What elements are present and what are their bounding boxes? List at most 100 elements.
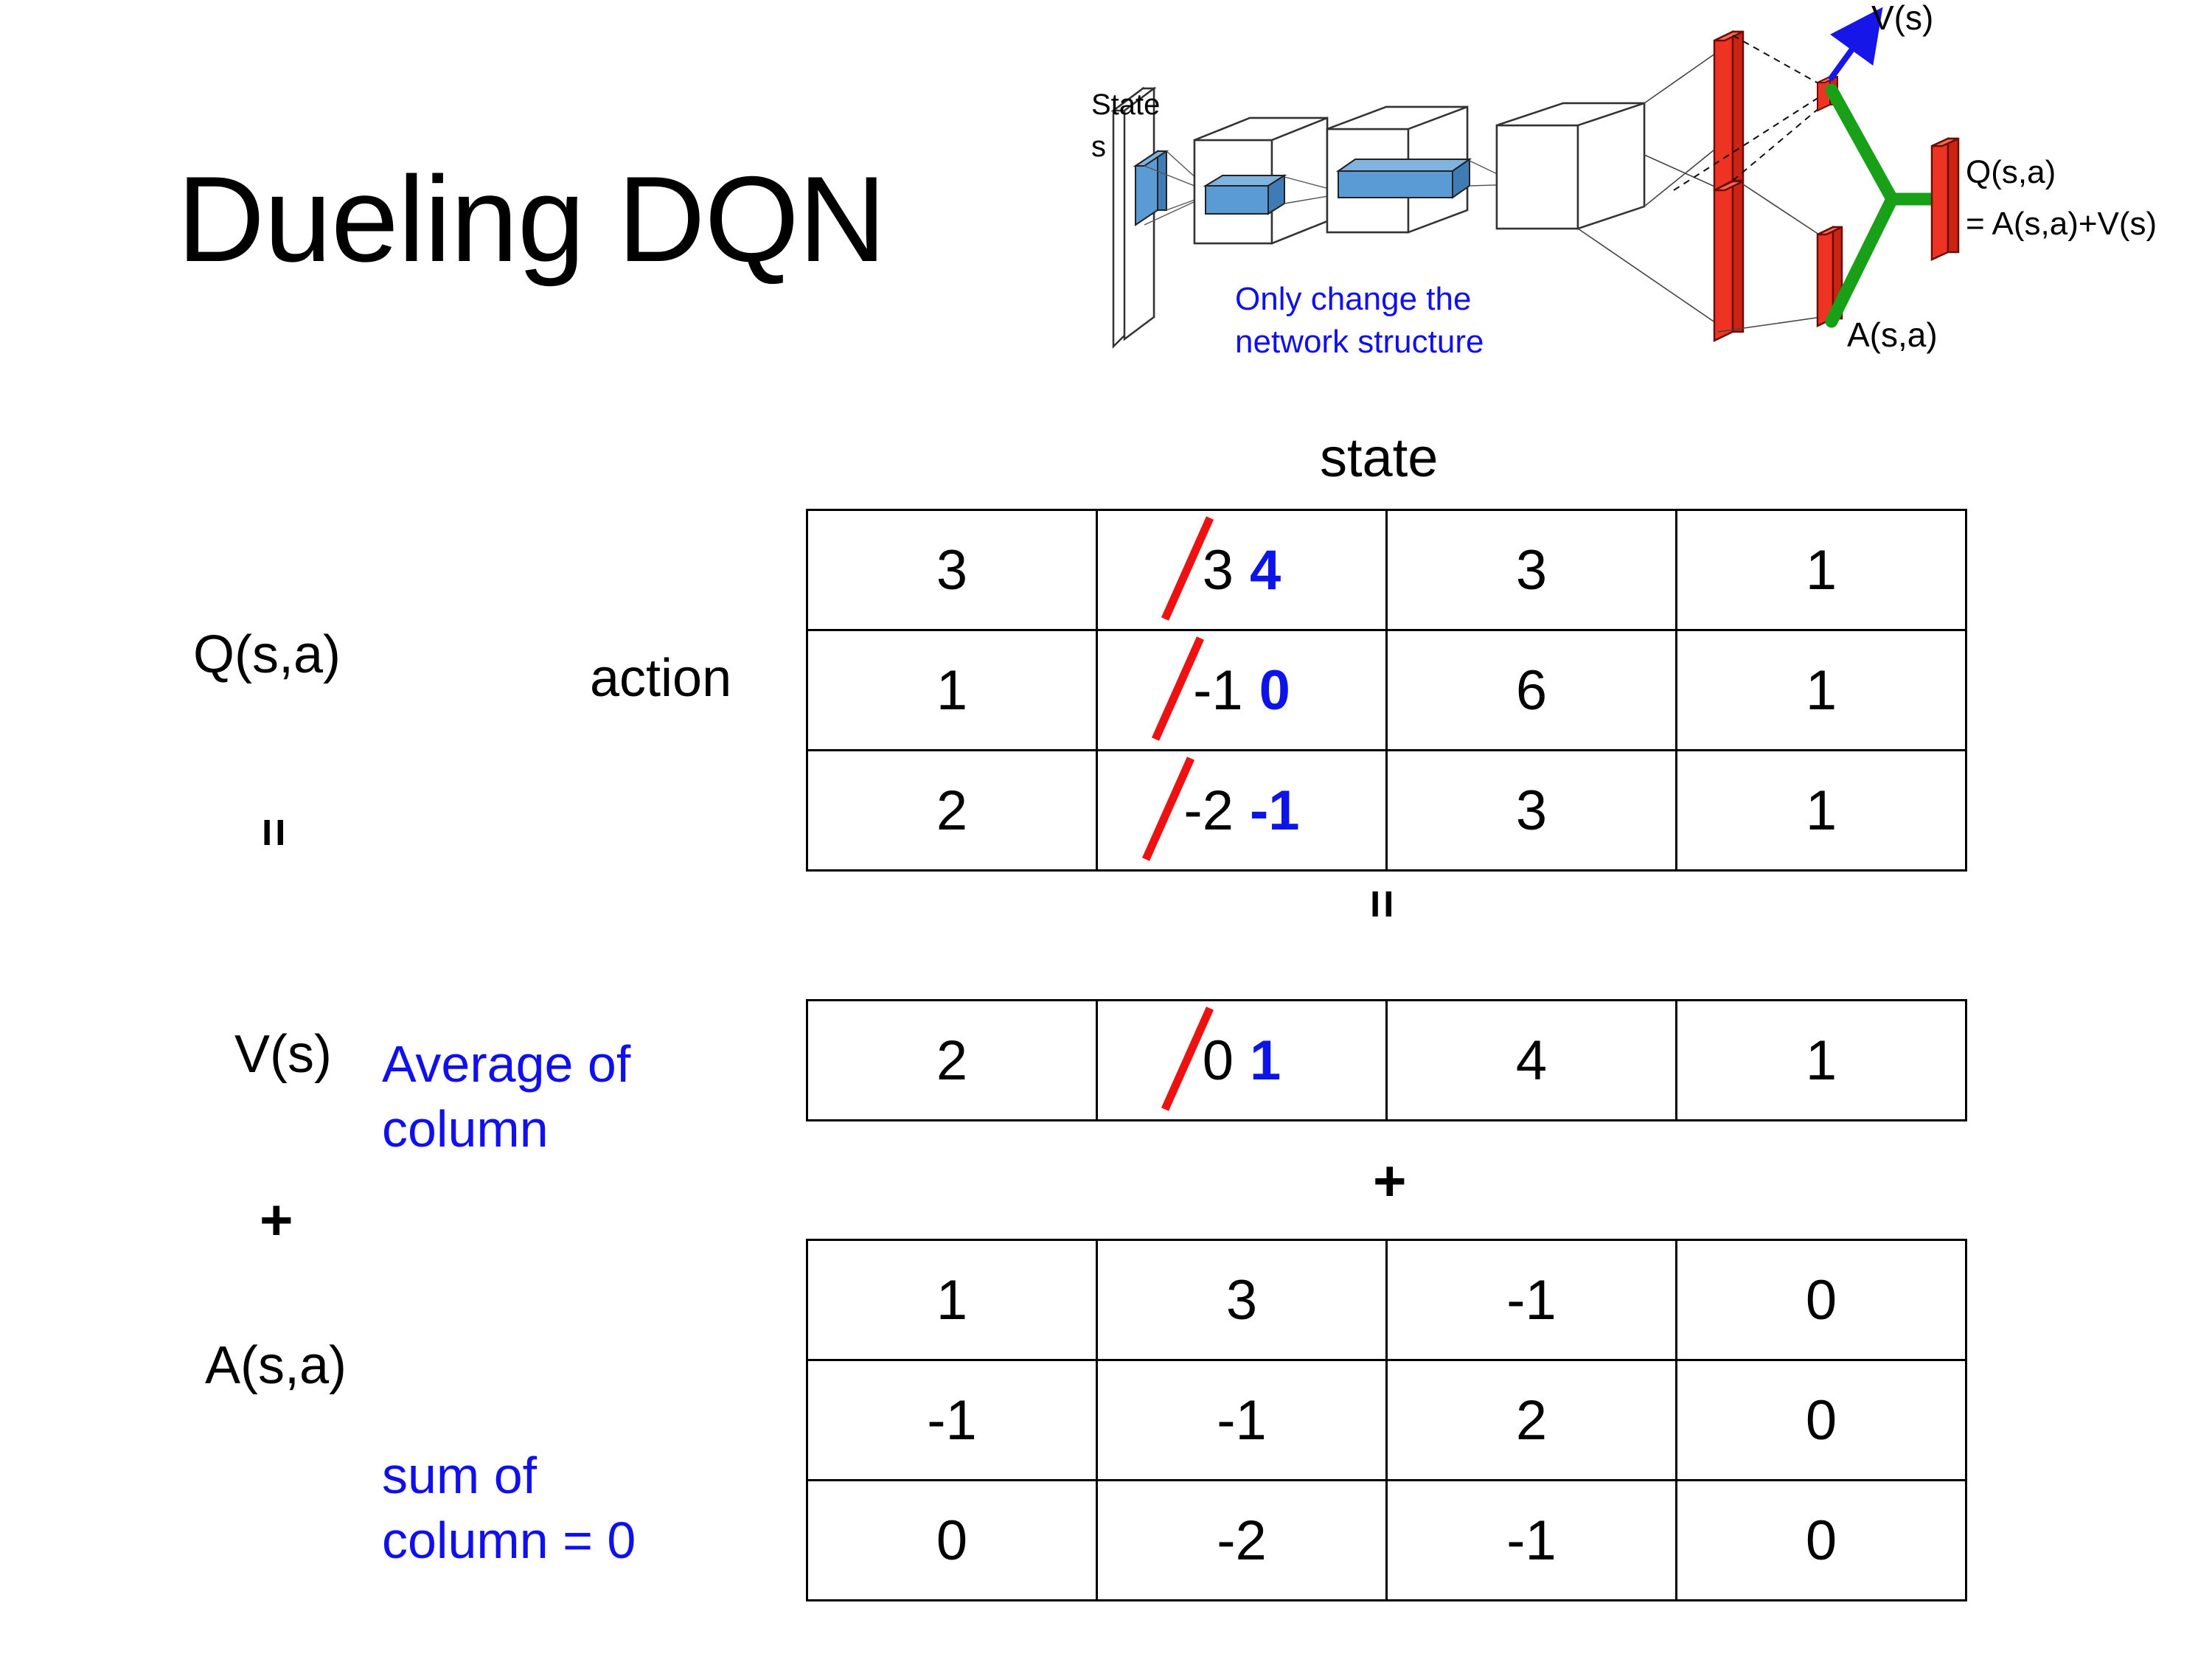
table-cell: 3 xyxy=(1385,749,1677,872)
plus-sign-middle: + xyxy=(1373,1148,1407,1213)
cell-value: -1 xyxy=(927,1388,977,1452)
table-cell: 1 xyxy=(1675,509,1967,631)
state-label-line2: s xyxy=(1091,131,1106,163)
input-plane-icon xyxy=(1110,86,1157,349)
q-output-label-line2: = A(s,a)+V(s) xyxy=(1966,206,2157,242)
cell-value: -1 xyxy=(1506,1509,1557,1572)
cell-value: 1 xyxy=(1805,779,1837,842)
v-function-label: V(s) xyxy=(234,1025,332,1084)
table-cell: 0 xyxy=(806,1479,1098,1601)
cell-content: 1 xyxy=(1806,1029,1837,1093)
cell-value: 0 xyxy=(1805,1268,1837,1332)
conv-block-2-patch-icon xyxy=(1335,158,1472,199)
cell-content: -1 xyxy=(1506,1268,1557,1332)
replacement-value: 0 xyxy=(1259,658,1290,722)
a-table-body: 1 3 -1 0 -1 -1 2 0 0 -2 -1 0 xyxy=(806,1239,1967,1601)
cell-content: 4 xyxy=(1516,1029,1547,1093)
state-label-line1: State xyxy=(1091,88,1160,121)
struck-value: -2 xyxy=(1183,779,1234,842)
cell-value: 0 xyxy=(1805,1509,1837,1572)
cell-content: 1 xyxy=(1806,658,1837,723)
cell-value: 0 xyxy=(1805,1388,1837,1452)
value-stream-bar-icon xyxy=(1713,30,1745,192)
table-cell: -1 xyxy=(806,1359,1098,1481)
replacement-value: 1 xyxy=(1250,1029,1281,1092)
table-cell: 3 xyxy=(806,509,1098,631)
dueling-network-diagram: State s Only change the network structur… xyxy=(1084,0,2212,413)
cell-value: 3 xyxy=(936,538,968,602)
cell-content: -2 xyxy=(1217,1509,1267,1573)
table-row: 0 -2 -1 0 xyxy=(806,1479,1967,1601)
cell-content: 1 xyxy=(936,1268,967,1332)
stream-split-lines xyxy=(1577,51,1722,325)
cell-value: 3 xyxy=(1225,1268,1258,1332)
cell-value: -2 xyxy=(1217,1509,1267,1572)
cell-content: 2 xyxy=(936,779,967,843)
cell-value: 4 xyxy=(1515,1029,1548,1092)
cell-content: 3 xyxy=(1516,779,1547,843)
table-cell: 1 xyxy=(806,1239,1098,1361)
cell-value: 3 xyxy=(1515,538,1548,602)
cell-content: 0 xyxy=(1806,1268,1837,1332)
table-cell: -1 xyxy=(1096,1359,1388,1481)
cell-value: 1 xyxy=(936,658,968,722)
cell-content: 3 xyxy=(936,538,967,602)
table-cell: 2 xyxy=(1385,1359,1677,1481)
table-row: -1 -1 2 0 xyxy=(806,1359,1967,1481)
cell-value: 2 xyxy=(936,779,968,842)
a-value-table: 1 3 -1 0 -1 -1 2 0 0 -2 -1 0 xyxy=(806,1239,1967,1601)
table-cell: -2-1 xyxy=(1096,749,1388,872)
page-title: Dueling DQN xyxy=(177,151,886,287)
table-cell: 0 xyxy=(1675,1239,1967,1361)
cell-value: 3 xyxy=(1515,779,1548,842)
table-cell: 1 xyxy=(1675,999,1967,1121)
cell-content: -1 xyxy=(1217,1388,1267,1453)
cell-content: 3 xyxy=(1226,1268,1257,1332)
cell-content: -1 xyxy=(927,1388,977,1453)
table-cell: 6 xyxy=(1385,629,1677,751)
advantage-link-lines xyxy=(1717,184,1822,333)
action-axis-label: action xyxy=(590,649,732,708)
cell-content: -1 xyxy=(1506,1509,1557,1573)
aggregation-merge-icon xyxy=(1825,83,1944,328)
value-output-arrow-icon xyxy=(1827,7,1883,82)
cell-value: -1 xyxy=(1217,1388,1267,1452)
replacement-value: 4 xyxy=(1250,538,1281,602)
network-diagram-svg: State s Only change the network structur… xyxy=(1091,0,2157,360)
cell-content: 1 xyxy=(1806,779,1837,843)
cell-content: 2 xyxy=(936,1029,967,1093)
table-cell: 1 xyxy=(1675,629,1967,751)
q-function-label: Q(s,a) xyxy=(193,625,341,684)
table-cell: 1 xyxy=(806,629,1098,751)
network-note-line1: Only change the xyxy=(1235,281,1471,317)
struck-value: 3 xyxy=(1202,538,1234,602)
value-output-label: V(s) xyxy=(1871,0,1933,37)
table-row: 2 -2-1 3 1 xyxy=(806,749,1967,872)
cell-content: 2 xyxy=(1516,1388,1547,1453)
cell-value: 6 xyxy=(1515,658,1548,722)
equals-sign-middle: = xyxy=(1354,889,1411,919)
table-cell: 2 xyxy=(806,749,1098,872)
struck-value: 0 xyxy=(1202,1029,1234,1092)
value-dashed-links xyxy=(1673,35,1826,191)
table-cell: 3 xyxy=(1096,1239,1388,1361)
q-output-bar-icon xyxy=(1930,137,1960,261)
conv-block-1-patch-icon xyxy=(1203,174,1287,215)
table-row: 1 3 -1 0 xyxy=(806,1239,1967,1361)
table-cell: 1 xyxy=(1675,749,1967,872)
network-note-line2: network structure xyxy=(1235,324,1484,360)
table-cell: 4 xyxy=(1385,999,1677,1121)
table-cell: 0 xyxy=(1675,1479,1967,1601)
cell-value: 1 xyxy=(936,1268,968,1332)
